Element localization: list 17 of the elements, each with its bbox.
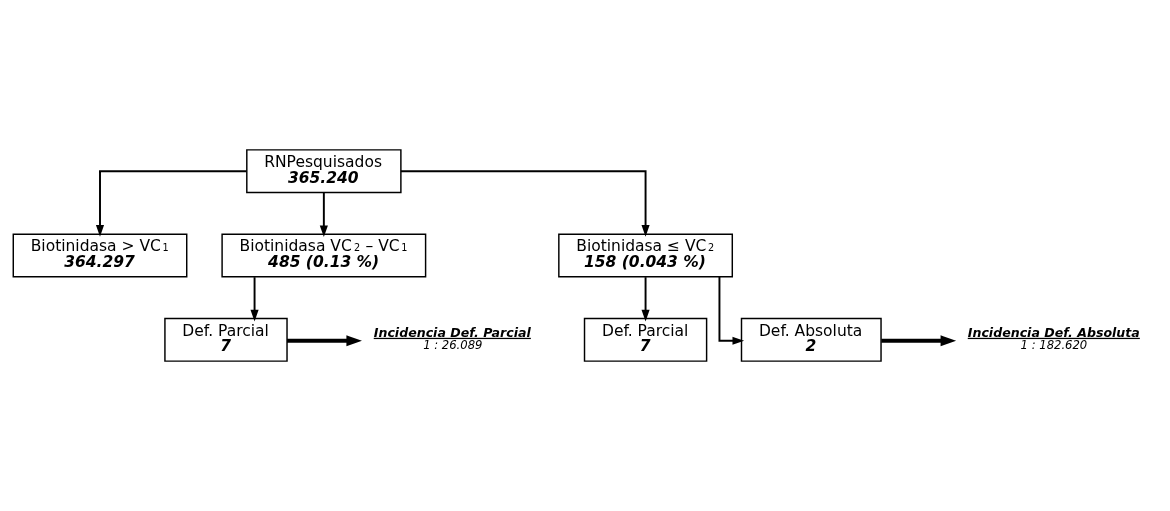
node-box: Def. Parcial 7: [583, 317, 708, 362]
arrow: [250, 276, 259, 322]
node-box: RNPesquisados 365.240: [246, 149, 402, 194]
arrow: [641, 276, 650, 322]
node-box: Def. Absoluta 2: [740, 317, 882, 362]
node-text: Incidencia Def. Parcial 1 : 26.089: [373, 324, 531, 352]
arrow: [319, 191, 328, 238]
arrow: [287, 335, 362, 347]
arrow: [95, 170, 248, 237]
node-box: Biotinidasa > VC1 364.297: [12, 233, 188, 278]
node-box: Biotinidasa VC2 – VC1 485 (0.13 %): [221, 233, 427, 278]
arrow: [718, 276, 745, 345]
node-box: Biotinidasa ≤ VC2 158 (0.043 %): [558, 233, 733, 278]
node-box: Def. Parcial 7: [164, 317, 288, 362]
arrow: [399, 170, 650, 237]
node-text: Incidencia Def. Absoluta 1 : 182.620: [967, 324, 1140, 352]
arrow: [881, 335, 957, 347]
